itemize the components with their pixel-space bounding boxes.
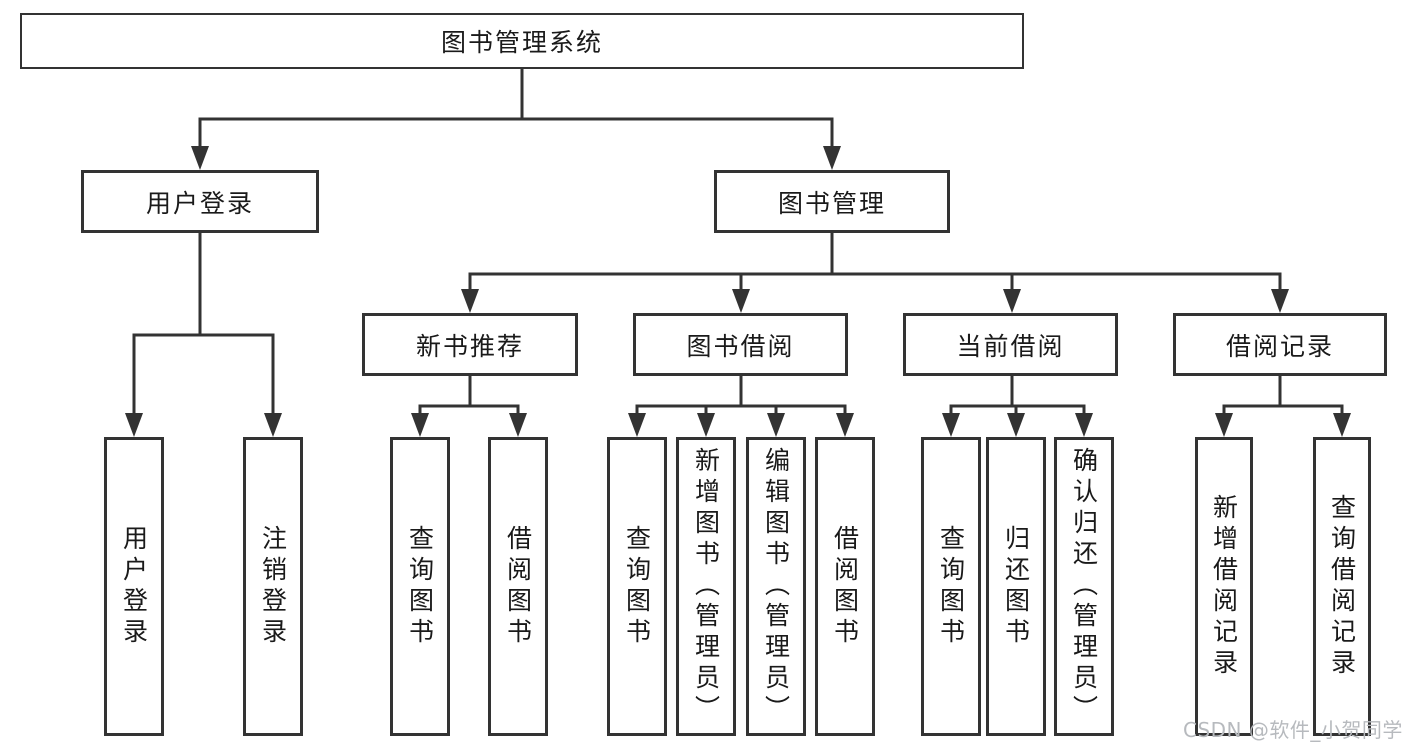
node-book-borrow: 图书借阅 [633, 313, 848, 376]
leaf-borrow-books: 借阅图书 [815, 437, 875, 736]
leaf-return-books: 归还图书 [986, 437, 1046, 736]
leaf-query-books-recommend: 查询图书 [390, 437, 450, 736]
leaf-logout: 注销登录 [243, 437, 303, 736]
leaf-query-books-current: 查询图书 [921, 437, 981, 736]
node-new-book-recommend: 新书推荐 [362, 313, 578, 376]
node-current-borrow: 当前借阅 [903, 313, 1118, 376]
node-user-login: 用户登录 [81, 170, 319, 233]
leaf-borrow-books-recommend: 借阅图书 [488, 437, 548, 736]
leaf-confirm-return-admin: 确认归还（管理员） [1054, 437, 1114, 736]
node-borrow-records: 借阅记录 [1173, 313, 1387, 376]
leaf-query-books-borrow: 查询图书 [607, 437, 667, 736]
arrowheads [125, 146, 1351, 437]
node-book-management: 图书管理 [714, 170, 950, 233]
leaf-add-borrow-record: 新增借阅记录 [1195, 437, 1253, 736]
leaf-query-borrow-record: 查询借阅记录 [1313, 437, 1371, 736]
leaf-edit-books-admin: 编辑图书（管理员） [746, 437, 806, 736]
leaf-add-books-admin: 新增图书（管理员） [676, 437, 736, 736]
watermark: CSDN @软件_小贺同学 [1183, 718, 1403, 742]
leaf-user-login: 用户登录 [104, 437, 164, 736]
node-library-management-system: 图书管理系统 [20, 13, 1024, 69]
